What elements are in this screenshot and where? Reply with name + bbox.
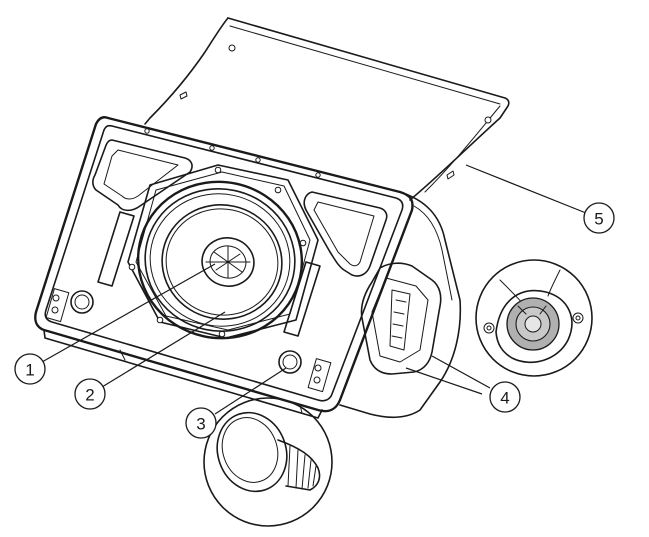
rain-cover-icon xyxy=(144,17,510,201)
tripod-screw-icon xyxy=(203,397,333,527)
leader-lines xyxy=(41,164,587,415)
callout-3: 3 xyxy=(185,407,217,439)
woofer-icon xyxy=(136,180,304,340)
speaker-cabinet-icon xyxy=(34,116,462,419)
callout-5: 5 xyxy=(583,202,615,234)
callout-5-label: 5 xyxy=(594,210,603,229)
callout-4-label: 4 xyxy=(500,389,509,408)
callout-3-label: 3 xyxy=(196,415,205,434)
speakon-connector-icon xyxy=(475,259,593,377)
callout-1-label: 1 xyxy=(25,361,34,380)
callout-4: 4 xyxy=(489,381,521,413)
pole-mount-icon xyxy=(70,290,302,374)
callout-1: 1 xyxy=(14,353,46,385)
callout-2-label: 2 xyxy=(85,386,94,405)
side-connector-recess-icon xyxy=(360,262,442,375)
callout-2: 2 xyxy=(74,378,106,410)
